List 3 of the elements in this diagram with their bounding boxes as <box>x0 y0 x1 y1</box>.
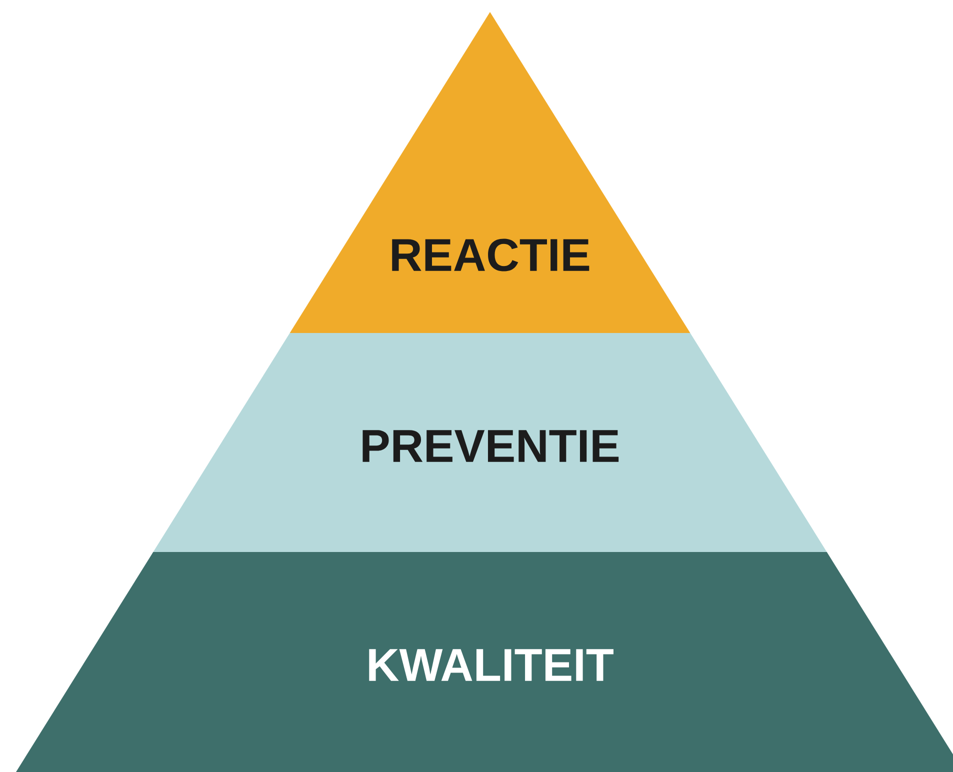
pyramid-level: KWALITEIT <box>16 552 953 772</box>
pyramid-level: PREVENTIE <box>153 333 827 552</box>
pyramid-level: REACTIE <box>290 12 690 333</box>
